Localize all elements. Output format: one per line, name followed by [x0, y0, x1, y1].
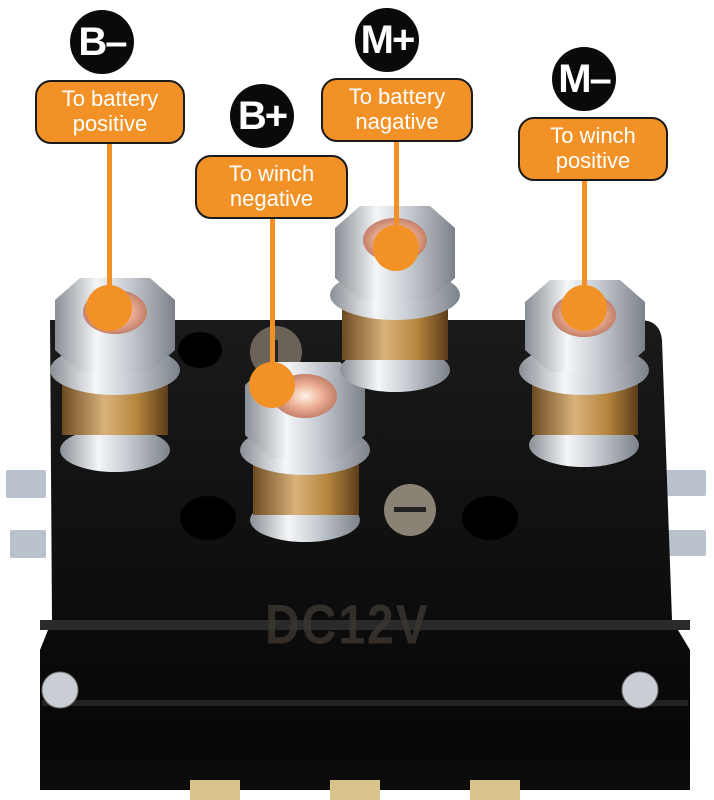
callout-line-2: positive — [72, 111, 148, 136]
pointer-dot — [561, 285, 607, 331]
terminal-callout: To battery nagative — [321, 78, 473, 142]
terminal-code-badge: B– — [70, 10, 134, 74]
terminal-callout: To battery positive — [35, 80, 185, 144]
terminal-b-plus — [240, 362, 370, 542]
callout-line-2: nagative — [355, 109, 439, 134]
pointer-dot — [249, 362, 295, 408]
terminal-callout: To winch negative — [195, 155, 348, 219]
callout-line-1: To battery — [61, 86, 159, 111]
callout-line-2: negative — [229, 186, 314, 211]
terminal-code-badge: M– — [552, 47, 616, 111]
callout-line-2: positive — [555, 148, 631, 173]
voltage-marking: DC12V — [265, 595, 430, 656]
pointer-dot — [86, 285, 132, 331]
terminal-callout: To winch positive — [518, 117, 668, 181]
leader-line — [394, 138, 399, 248]
terminal-m-minus — [519, 280, 649, 467]
leader-line — [270, 215, 275, 375]
callout-line-1: To winch — [550, 123, 636, 148]
callout-line-1: To battery — [348, 84, 446, 109]
mounting-tabs — [6, 470, 706, 558]
leader-line — [107, 140, 112, 305]
terminal-code-badge: M+ — [355, 8, 419, 72]
terminal-code-badge: B+ — [230, 84, 294, 148]
leader-line — [582, 175, 587, 315]
callout-line-1: To winch — [228, 161, 315, 186]
pointer-dot — [373, 225, 419, 271]
